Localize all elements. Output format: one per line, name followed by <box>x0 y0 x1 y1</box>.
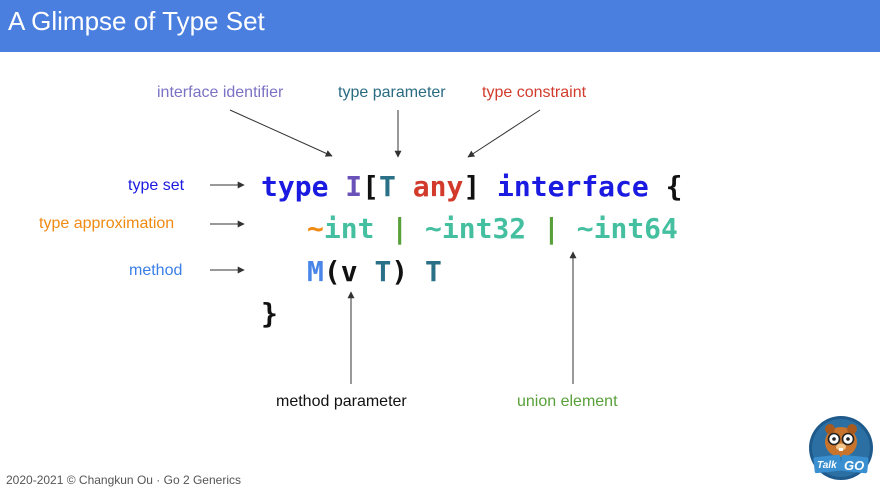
union-separator: | <box>543 212 560 245</box>
type-parameter: T <box>379 170 396 203</box>
method-return-type: T <box>425 255 442 288</box>
right-brace: } <box>261 297 278 330</box>
label-interface-identifier: interface identifier <box>157 84 284 101</box>
union-term-int64: ~int64 <box>576 212 678 245</box>
right-paren: ) <box>391 255 409 288</box>
label-method-parameter: method parameter <box>276 393 407 410</box>
arrow-interface-identifier <box>229 109 333 157</box>
approximation-tilde: ~ <box>307 212 324 245</box>
logo-text-go: GO <box>844 458 864 473</box>
label-union-element: union element <box>517 393 618 410</box>
talkgo-logo: Talk GO <box>809 416 873 480</box>
method-name: M <box>307 255 324 288</box>
slide-title: A Glimpse of Type Set <box>8 6 265 36</box>
union-separator: | <box>391 212 409 245</box>
label-type-constraint: type constraint <box>482 84 587 101</box>
footer-copyright: 2020-2021 © Changkun Ou · Go 2 Generics <box>6 473 241 487</box>
type-constraint: any <box>412 170 464 203</box>
code-line-type-declaration: type I[T any] interface { <box>261 170 682 204</box>
method-argument-type: T <box>374 255 392 288</box>
label-type-parameter: type parameter <box>338 84 446 101</box>
interface-identifier: I <box>345 170 363 203</box>
logo-text-talk: Talk <box>817 460 837 471</box>
left-paren: ( <box>323 255 341 288</box>
label-method: method <box>129 262 183 279</box>
union-term-int: int <box>323 212 375 245</box>
title-bar: A Glimpse of Type Set <box>0 0 880 52</box>
label-type-set: type set <box>128 177 185 194</box>
code-line-closing: } <box>261 297 278 331</box>
arrow-type-constraint <box>467 109 541 158</box>
code-line-union: ~int | ~int32 | ~int64 <box>307 212 678 246</box>
left-brace: { <box>665 170 683 203</box>
keyword-type: type <box>261 170 329 203</box>
code-line-method: M(v T) T <box>307 255 442 289</box>
right-bracket: ] <box>463 170 481 203</box>
method-argument: v <box>340 255 358 288</box>
keyword-interface: interface <box>497 170 649 203</box>
label-type-approximation: type approximation <box>39 215 175 232</box>
union-term-int32: ~int32 <box>425 212 527 245</box>
left-bracket: [ <box>362 170 380 203</box>
